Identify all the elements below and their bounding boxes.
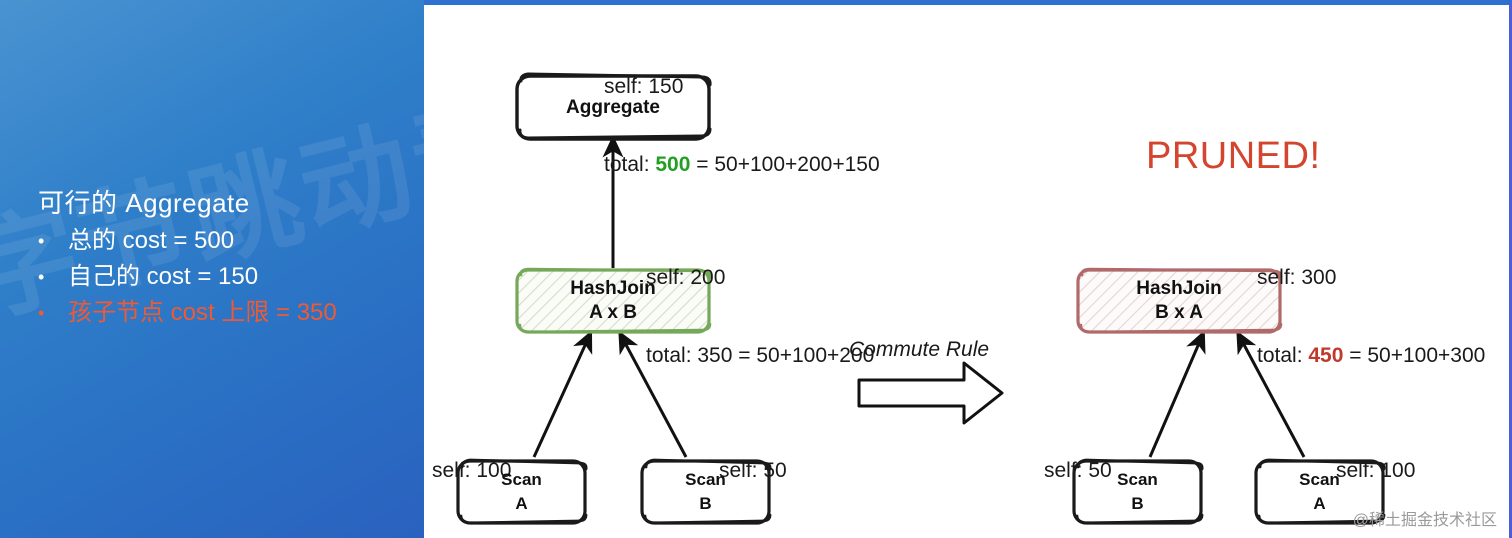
aggregate-total-cost: total: 500 = 50+100+200+150 xyxy=(604,152,880,178)
hashjoin-ba-total-cost: total: 450 = 50+100+300 xyxy=(1257,343,1485,369)
aggregate-annotation: self: 150 total: 500 = 50+100+200+150 xyxy=(604,22,880,230)
node-scan-b-left[interactable]: Scan B xyxy=(642,461,769,523)
diagram-canvas xyxy=(456,72,1386,525)
hashjoin-ab-annotation: self: 200 total: 350 = 50+100+200 xyxy=(646,213,874,421)
node-scan-b-right[interactable]: Scan B xyxy=(1074,461,1201,523)
hashjoin-ab-total-cost: total: 350 = 50+100+200 xyxy=(646,344,875,367)
slide-bullet-label: 总的 cost = 500 xyxy=(68,227,235,254)
node-scan-a-left-title: Scan xyxy=(501,470,542,489)
hashjoin-ba-total-suffix: = 50+100+300 xyxy=(1343,344,1486,367)
bullet-marker-icon: • xyxy=(38,231,45,251)
scan-b-left-box-outline xyxy=(640,458,772,525)
site-watermark: @稀土掘金技术社区 xyxy=(1352,512,1497,529)
scan-a-right-box-outline xyxy=(1254,458,1386,525)
node-hashjoin-ba-operands: B x A xyxy=(1155,302,1203,323)
node-hashjoin-ab-title: HashJoin xyxy=(570,278,656,299)
node-hashjoin-a-x-b[interactable]: HashJoin A x B xyxy=(517,270,709,332)
scan-b-left-annotation: self: 50 total: 50 xyxy=(719,406,794,538)
hashjoin-ab-box-outline xyxy=(515,267,712,334)
diagram-panel: self: 150 total: 500 = 50+100+200+150 Ag… xyxy=(424,0,1512,538)
node-scan-a-right-title: Scan xyxy=(1299,470,1340,489)
aggregate-self-cost: self: 150 xyxy=(604,75,684,98)
bullet-marker-icon: • xyxy=(38,303,45,323)
node-scan-a-left-table: A xyxy=(515,494,528,513)
node-hashjoin-b-x-a[interactable]: HashJoin B x A xyxy=(1078,270,1280,332)
scan-a-right-annotation: self: 100 total: 100 xyxy=(1336,406,1422,538)
aggregate-total-suffix: = 50+100+200+150 xyxy=(690,153,880,176)
slide-text-block: 可行的 Aggregate • 总的 cost = 500 • 自己的 cost… xyxy=(38,186,418,330)
edge-scan-a-to-hashjoin xyxy=(532,330,593,458)
commute-rule-label: Commute Rule xyxy=(849,338,990,361)
node-scan-b-left-title: Scan xyxy=(685,470,726,489)
aggregate-total-prefix: total: xyxy=(604,153,656,176)
pruned-label: PRUNED! xyxy=(1146,135,1321,177)
node-aggregate-label: Aggregate xyxy=(566,96,660,118)
slide-bullet-label: 孩子节点 cost 上限 = 350 xyxy=(68,299,337,326)
hashjoin-ba-annotation: self: 300 total: 450 = 50+100+300 xyxy=(1257,213,1485,421)
slide-bullet-total-cost: • 总的 cost = 500 xyxy=(38,224,418,258)
edge-scan-b-right-to-hashjoin xyxy=(1148,329,1206,458)
scan-a-left-box-outline xyxy=(456,458,588,525)
scan-b-right-box-outline xyxy=(1072,458,1204,525)
node-scan-b-left-table: B xyxy=(699,494,712,513)
scan-a-right-self-cost: self: 100 xyxy=(1336,459,1416,482)
hashjoin-ab-self-cost: self: 200 xyxy=(646,266,726,289)
aggregate-box-outline xyxy=(515,72,712,141)
node-aggregate[interactable]: Aggregate xyxy=(517,76,709,139)
scan-b-right-self-cost: self: 50 xyxy=(1044,459,1112,482)
node-scan-b-right-title: Scan xyxy=(1117,470,1158,489)
commute-rule-arrow-icon xyxy=(857,361,1004,425)
hashjoin-ba-total-value: 450 xyxy=(1308,344,1344,367)
slide-title: 可行的 Aggregate xyxy=(38,188,250,218)
hashjoin-ba-self-cost: self: 300 xyxy=(1257,266,1337,289)
node-scan-a-right-table: A xyxy=(1313,494,1326,513)
scan-b-left-self-cost: self: 50 xyxy=(719,459,787,482)
aggregate-total-value: 500 xyxy=(655,153,691,176)
hashjoin-ba-box-outline xyxy=(1076,267,1283,334)
slide-bullet-self-cost: • 自己的 cost = 150 xyxy=(38,260,418,294)
node-scan-a-right[interactable]: Scan A xyxy=(1256,461,1383,523)
node-scan-a-left[interactable]: Scan A xyxy=(458,461,585,523)
slide-text-panel: 字节跳动青训营 可行的 Aggregate • 总的 cost = 500 • … xyxy=(0,0,424,538)
node-hashjoin-ab-operands: A x B xyxy=(589,302,637,323)
node-hashjoin-ba-title: HashJoin xyxy=(1136,278,1222,299)
slide-bullet-child-cost-limit: • 孩子节点 cost 上限 = 350 xyxy=(38,296,418,330)
slide-bullet-label: 自己的 cost = 150 xyxy=(68,263,259,290)
bullet-marker-icon: • xyxy=(38,267,45,287)
hashjoin-ba-total-prefix: total: xyxy=(1257,344,1309,367)
node-scan-b-right-table: B xyxy=(1131,494,1144,513)
edge-scan-a-right-to-hashjoin xyxy=(1236,330,1306,458)
scan-a-left-self-cost: self: 100 xyxy=(432,459,512,482)
edge-scan-b-to-hashjoin xyxy=(618,330,688,458)
